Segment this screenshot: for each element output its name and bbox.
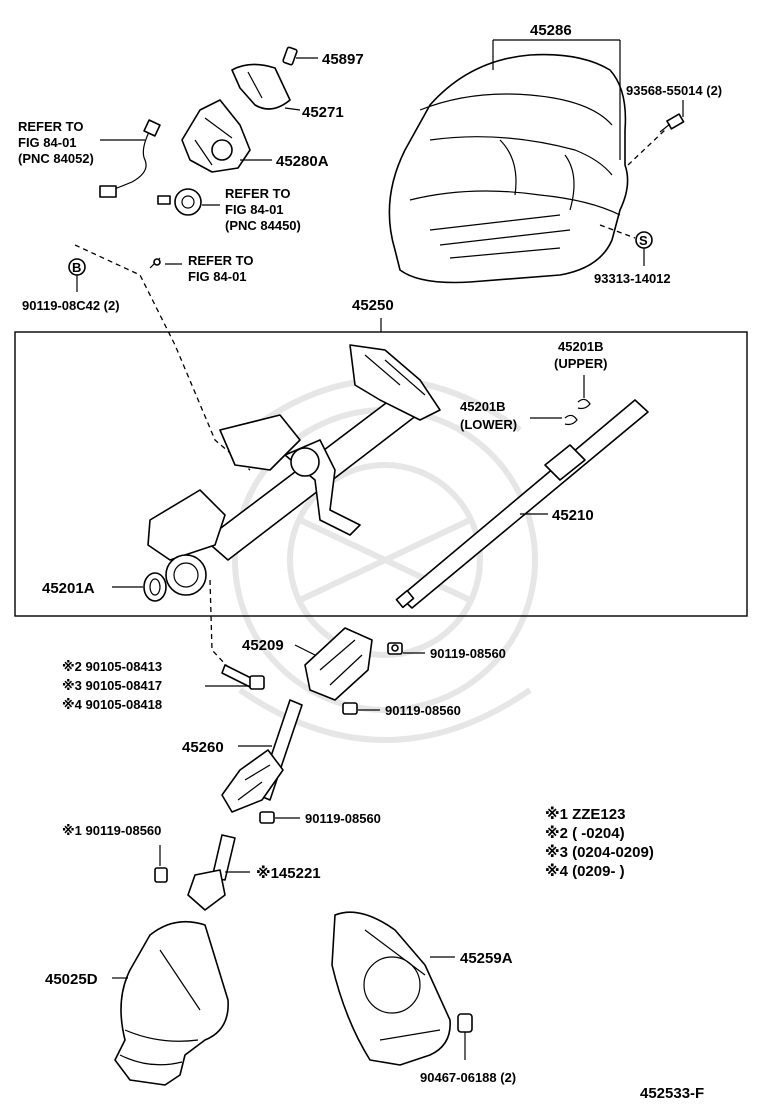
clip-45201B-upper	[577, 398, 591, 410]
bracket-45271	[231, 63, 291, 110]
label-45201B-upper: 45201B	[558, 339, 604, 354]
label-45260: 45260	[182, 739, 224, 756]
column-cover-45286	[388, 53, 629, 284]
clip-90467	[457, 1013, 473, 1033]
clip-45201B-lower	[564, 414, 578, 426]
refer2-line3: (PNC 84450)	[225, 218, 301, 233]
main-shaft-45210	[395, 399, 649, 609]
label-bolt-note3: ※3 90105-08417	[62, 678, 162, 693]
label-45210: 45210	[552, 507, 594, 524]
bolt-90119-d	[154, 867, 168, 883]
label-145221: ※145221	[256, 864, 321, 882]
figure-id: 452533-F	[640, 1085, 704, 1102]
bolt-90105	[221, 664, 265, 690]
legend-4: ※4 (0209- )	[545, 862, 625, 880]
label-93568: 93568-55014 (2)	[626, 83, 722, 98]
label-bolt-note2: ※2 90105-08413	[62, 659, 162, 674]
bolt-90119-b	[342, 702, 358, 715]
wire-harness-84052	[99, 119, 161, 198]
label-90119-08c42: 90119-08C42 (2)	[22, 298, 120, 313]
refer1-line2: FIG 84-01	[18, 135, 77, 150]
column-assembly-45250	[147, 344, 441, 596]
intermediate-shaft-45260	[221, 699, 303, 813]
refer3-line1: REFER TO	[188, 253, 254, 268]
yoke-45209	[304, 627, 373, 701]
label-45897: 45897	[322, 51, 364, 68]
legend: ※1 ZZE123 ※2 ( -0204) ※3 (0204-0209) ※4 …	[545, 805, 654, 880]
label-90467: 90467-06188 (2)	[420, 1070, 516, 1085]
label-45201B-lower-note: (LOWER)	[460, 417, 517, 432]
legend-3: ※3 (0204-0209)	[545, 843, 654, 861]
label-90119-b: 90119-08560	[385, 703, 461, 718]
lock-housing-45280A	[181, 99, 251, 173]
coil-84450	[157, 188, 202, 216]
label-45250: 45250	[352, 297, 394, 314]
label-93313: 93313-14012	[594, 271, 671, 286]
label-45271: 45271	[302, 104, 344, 121]
label-90119-a: 90119-08560	[430, 646, 506, 661]
circle-b-label: B	[72, 260, 81, 275]
refer1-line1: REFER TO	[18, 119, 84, 134]
screw-93568	[659, 113, 685, 133]
label-45025D: 45025D	[45, 971, 98, 988]
label-45201B-lower: 45201B	[460, 399, 506, 414]
bolt-90119-c	[259, 811, 275, 824]
label-bolt-note4: ※4 90105-08418	[62, 697, 162, 712]
label-45280A: 45280A	[276, 153, 329, 170]
refer3-line2: FIG 84-01	[188, 269, 247, 284]
label-90119-d: ※1 90119-08560	[62, 823, 161, 838]
joint-145221	[187, 834, 236, 911]
refer2-line2: FIG 84-01	[225, 202, 284, 217]
legend-1: ※1 ZZE123	[545, 805, 625, 823]
boot-45025D	[114, 920, 229, 1086]
screw-refer-84-01	[149, 257, 161, 269]
legend-2: ※2 ( -0204)	[545, 824, 625, 842]
circle-s-label: S	[639, 233, 648, 248]
label-45259A: 45259A	[460, 950, 513, 967]
refer1-line3: (PNC 84052)	[18, 151, 94, 166]
label-45201A: 45201A	[42, 580, 95, 597]
bushing-45201A	[143, 572, 167, 602]
screw-45897	[282, 46, 298, 66]
label-90119-c: 90119-08560	[305, 811, 381, 826]
refer2-line1: REFER TO	[225, 186, 291, 201]
bolt-90119-a	[387, 642, 403, 655]
label-45201B-upper-note: (UPPER)	[554, 356, 607, 371]
label-45286: 45286	[530, 22, 572, 39]
label-45209: 45209	[242, 637, 284, 654]
cover-45259A	[331, 911, 451, 1066]
